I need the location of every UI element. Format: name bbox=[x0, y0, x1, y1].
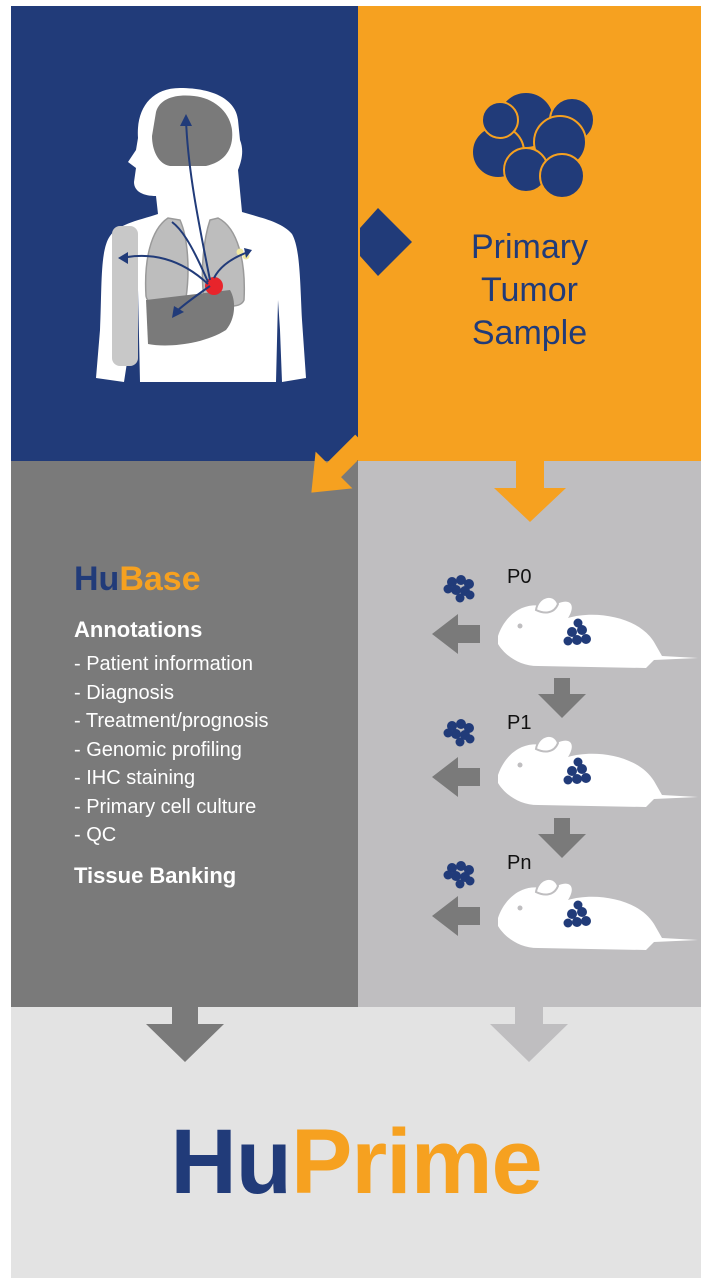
list-item: - Patient information bbox=[74, 653, 253, 675]
tumor-label-line: Sample bbox=[471, 314, 588, 352]
list-item: - QC bbox=[74, 824, 117, 846]
list-item: - Genomic profiling bbox=[74, 738, 242, 761]
arrow-down-icon bbox=[490, 1007, 568, 1062]
huprime-title-prime: Prime bbox=[290, 1111, 543, 1213]
arrow-diagonal-icon bbox=[311, 434, 370, 493]
hubase-title-base: Base bbox=[119, 560, 201, 598]
passage-label-p1: P1 bbox=[507, 712, 532, 734]
primary-tumor-dot bbox=[205, 277, 223, 295]
huprime-title-hu: Hu bbox=[170, 1111, 292, 1213]
arrow-down-icon bbox=[494, 461, 566, 522]
hubase-title-hu: Hu bbox=[74, 560, 120, 598]
tumor-sample-panel bbox=[358, 6, 701, 461]
list-item: - Diagnosis bbox=[74, 681, 175, 704]
tissue-banking-heading: Tissue Banking bbox=[74, 863, 237, 888]
list-item: - Treatment/prognosis bbox=[74, 710, 269, 732]
annotations-list: - Patient information - Diagnosis - Trea… bbox=[74, 650, 269, 850]
huprime-title: HuPrime bbox=[11, 1112, 701, 1212]
metastasis-arrows bbox=[121, 119, 249, 313]
tumor-label-line: Primary bbox=[470, 228, 589, 266]
passage-label-pn: Pn bbox=[507, 852, 532, 874]
passage-label-p0: P0 bbox=[507, 566, 532, 588]
tumor-sample-label: Primary Tumor Sample bbox=[358, 226, 701, 355]
hubase-panel bbox=[11, 461, 358, 1007]
huprime-panel bbox=[11, 1007, 701, 1278]
liver-shape bbox=[146, 290, 235, 346]
list-item: - IHC staining bbox=[74, 767, 196, 789]
hubase-title: HuBase bbox=[74, 560, 201, 599]
arm-bone bbox=[112, 226, 138, 366]
brain-shape bbox=[152, 95, 233, 166]
arrow-down-icon bbox=[146, 1007, 224, 1062]
list-item: - Primary cell culture bbox=[74, 795, 257, 818]
tumor-label-line: Tumor bbox=[481, 271, 578, 309]
annotations-heading: Annotations bbox=[74, 617, 203, 642]
